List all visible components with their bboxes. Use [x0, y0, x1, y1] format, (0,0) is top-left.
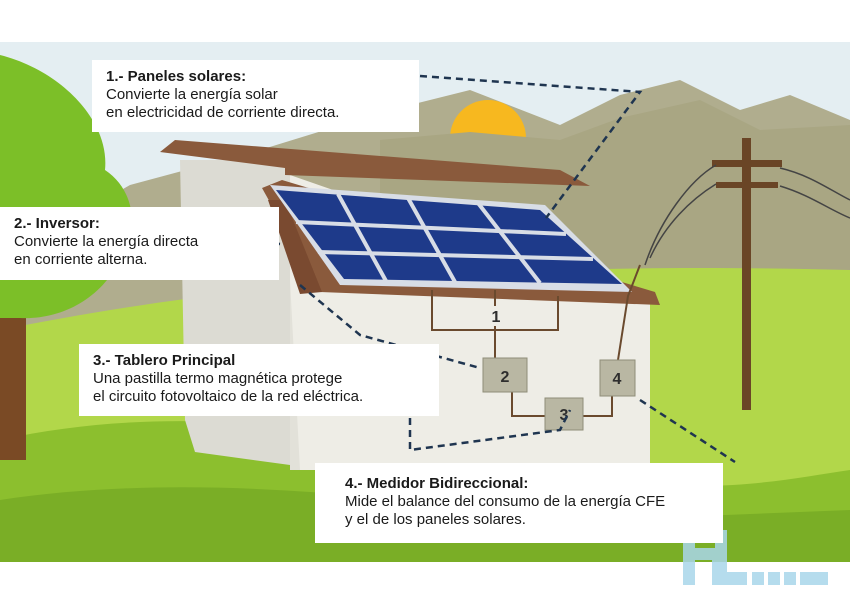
callout-tablero-principal: 3.- Tablero Principal Una pastilla termo…: [79, 344, 439, 416]
callout-3-line-2: el circuito fotovoltaico de la red eléct…: [93, 388, 364, 405]
callout-1-line-2: en electricidad de corriente directa.: [106, 104, 340, 121]
callout-4-line-2: y el de los paneles solares.: [345, 511, 526, 528]
component-number-4: 4: [613, 371, 622, 388]
utility-pole-icon: [644, 138, 850, 410]
component-1: 1: [485, 306, 507, 326]
solar-panel-icon: [270, 185, 632, 292]
callout-2-line-1: Convierte la energía directa: [14, 233, 199, 250]
callout-2-title: 2.- Inversor:: [14, 215, 100, 232]
callout-1-title: 1.- Paneles solares:: [106, 68, 247, 85]
callout-inversor: 2.- Inversor: Convierte la energía direc…: [0, 207, 279, 280]
leader-line-3b: [408, 409, 572, 452]
callout-paneles-solares: 1.- Paneles solares: Convierte la energí…: [92, 60, 419, 132]
leader-line-4: [639, 398, 736, 464]
leader-line-3: [299, 284, 481, 370]
component-number-2: 2: [501, 369, 510, 386]
callout-3-line-1: Una pastilla termo magnética protege: [93, 370, 343, 387]
callout-1-line-1: Convierte la energía solar: [106, 86, 278, 103]
roof: [160, 140, 590, 186]
component-3-main-panel: 3: [544, 397, 584, 431]
component-number-3: 3: [560, 407, 569, 424]
callout-3-title: 3.- Tablero Principal: [93, 352, 236, 369]
component-2-inverter: 2: [482, 357, 528, 393]
callout-medidor-bidireccional: 4.- Medidor Bidireccional: Mide el balan…: [315, 463, 723, 543]
leader-line-1: [419, 74, 643, 219]
tree-trunk: [0, 300, 26, 460]
callout-4-title: 4.- Medidor Bidireccional:: [345, 475, 529, 492]
callout-4-line-1: Mide el balance del consumo de la energí…: [345, 493, 666, 510]
component-number-1: 1: [492, 309, 501, 326]
component-4-meter: 4: [599, 359, 636, 397]
callout-2-line-2: en corriente alterna.: [14, 251, 148, 268]
